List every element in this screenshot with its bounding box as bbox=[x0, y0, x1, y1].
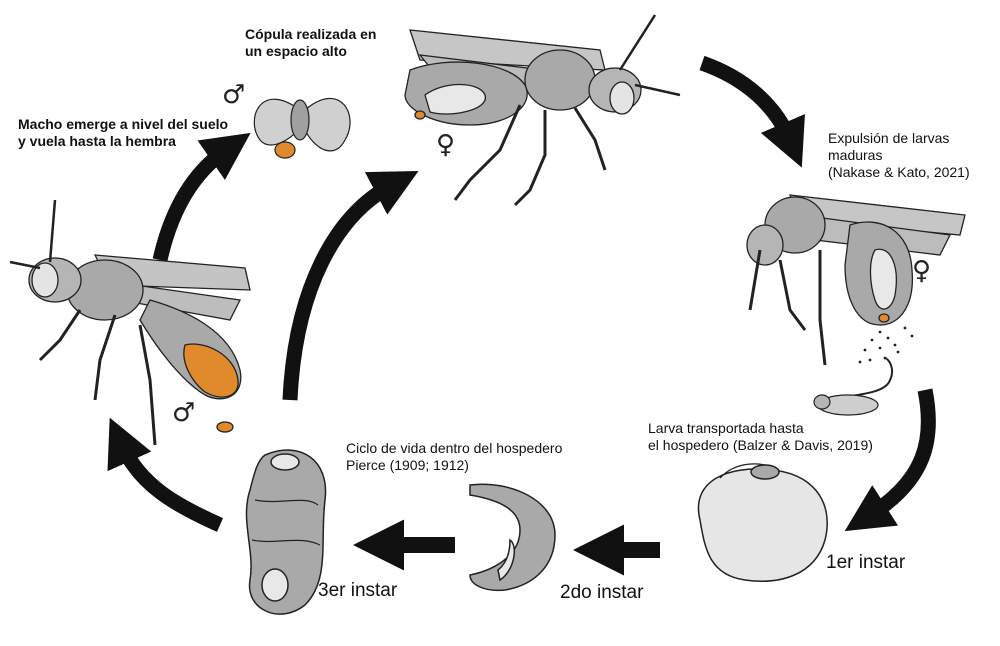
label-copula-line2: un espacio alto bbox=[245, 42, 347, 59]
label-expulsion-line2: maduras bbox=[828, 146, 883, 163]
label-host-cycle: Ciclo de vida dentro del hospedero Pierc… bbox=[346, 440, 562, 474]
label-expulsion: Expulsión de larvas maduras (Nakase & Ka… bbox=[828, 130, 970, 180]
arrow-third-to-male bbox=[107, 417, 224, 532]
arrow-to-female bbox=[282, 171, 419, 401]
second-instar-larva bbox=[469, 483, 556, 592]
label-host-cycle-line1: Ciclo de vida dentro del hospedero bbox=[346, 440, 563, 456]
label-transport-line1: Larva transportada hasta bbox=[648, 420, 804, 436]
label-copula-line1: Cópula realizada en bbox=[245, 26, 377, 42]
host-with-first-instar bbox=[697, 463, 828, 582]
label-male-emerge-line1: Macho emerge a nivel del suelo bbox=[18, 116, 229, 132]
male-symbol-emerging: ♂ bbox=[172, 398, 196, 428]
label-male-emerge: Macho emerge a nivel del suelo y vuela h… bbox=[18, 116, 228, 150]
label-copula: Cópula realizada en un espacio alto bbox=[245, 26, 376, 60]
label-first-instar: 1er instar bbox=[826, 552, 906, 573]
female-expelling-illustration bbox=[746, 194, 966, 366]
arrow-to-first-instar bbox=[844, 388, 936, 532]
label-expulsion-line1: Expulsión de larvas bbox=[828, 130, 950, 146]
label-transport: Larva transportada hasta el hospedero (B… bbox=[648, 420, 873, 454]
arrow-male-to-copula bbox=[152, 132, 251, 262]
label-expulsion-line3: (Nakase & Kato, 2021) bbox=[828, 163, 970, 180]
label-second-instar: 2do instar bbox=[560, 582, 644, 603]
label-third-instar: 3er instar bbox=[318, 580, 398, 601]
female-symbol-right: ♀ bbox=[912, 256, 932, 286]
third-instar-larva bbox=[245, 449, 327, 615]
label-male-emerge-line2: y vuela hasta la hembra bbox=[18, 132, 176, 149]
copula-illustration bbox=[253, 97, 351, 159]
cycle-arrows bbox=[107, 55, 936, 576]
label-host-cycle-line2: Pierce (1909; 1912) bbox=[346, 456, 469, 473]
label-transport-line2: el hospedero (Balzer & Davis, 2019) bbox=[648, 436, 873, 453]
female-top-illustration bbox=[404, 14, 681, 207]
arrow-to-expulsion bbox=[699, 55, 805, 168]
male-emerging-illustration bbox=[9, 199, 251, 446]
transported-larva bbox=[813, 357, 894, 416]
female-symbol-top: ♀ bbox=[436, 130, 456, 160]
male-symbol-copula: ♂ bbox=[222, 80, 246, 110]
